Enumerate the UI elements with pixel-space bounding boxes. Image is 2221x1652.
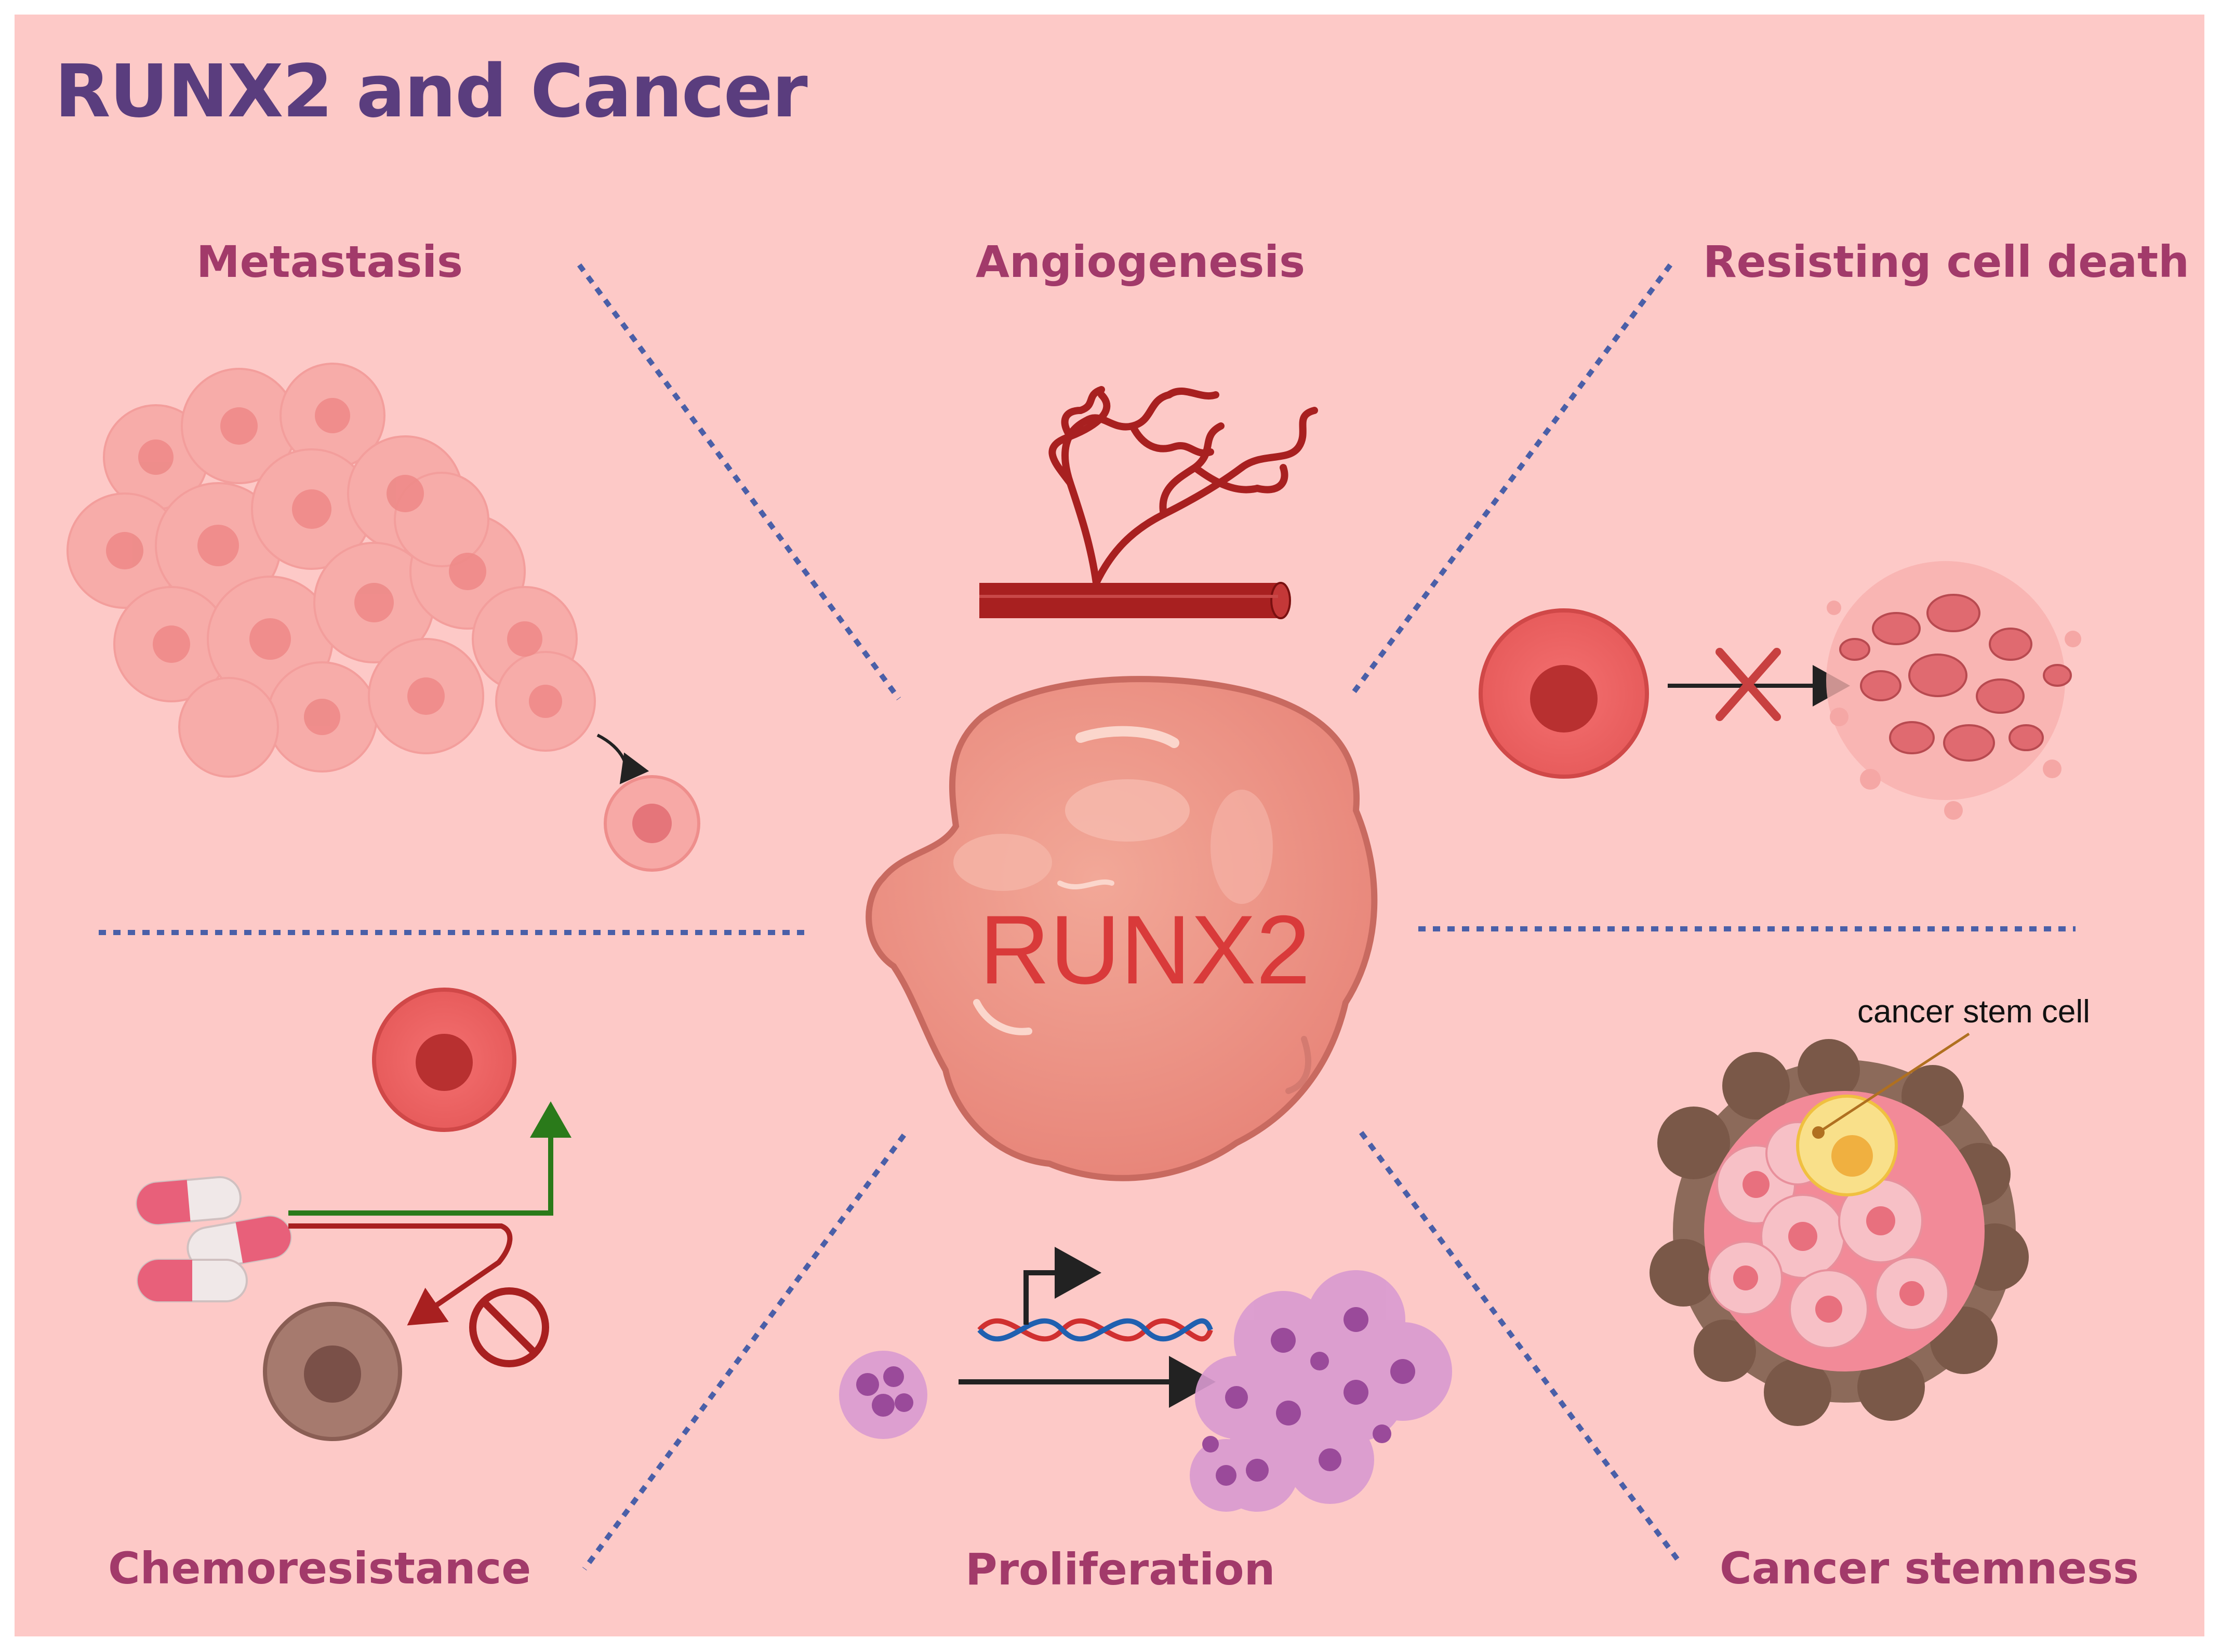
label-chemoresistance: Chemoresistance [108, 1543, 531, 1594]
label-cancer-stemness: Cancer stemness [1720, 1543, 2139, 1594]
dna-helix-icon [977, 1247, 1213, 1342]
center-label: RUNX2 [979, 895, 1311, 1004]
label-angiogenesis: Angiogenesis [976, 236, 1306, 287]
apoptotic-cell-fragments [1826, 561, 2081, 820]
label-resisting-cell-death: Resisting cell death [1703, 236, 2189, 287]
divider-bottom-right [1359, 1131, 1683, 1565]
central-tumor-cell [866, 676, 1378, 1181]
divider-bottom-left [582, 1134, 907, 1570]
small-dividing-cell [839, 1351, 927, 1439]
apoptosis-resistance-illustration [1479, 561, 2081, 820]
cancer-stem-cell [1796, 1095, 1898, 1196]
label-proliferation: Proliferation [965, 1544, 1275, 1595]
blocked-x-icon [1715, 648, 1781, 721]
blood-vessel-sprouting [979, 386, 1318, 619]
drug-capsules [136, 1176, 292, 1302]
prohibited-icon [469, 1287, 549, 1367]
divider-top-left [577, 263, 901, 700]
divider-top-right [1348, 263, 1673, 698]
stem-cell-annotation: cancer stem cell [1857, 994, 2090, 1030]
metastasis-cell-cluster [67, 363, 700, 872]
proliferation-illustration [839, 1247, 1452, 1512]
chemoresistance-illustration [136, 988, 571, 1441]
stem-cell-pointer [1817, 1032, 1970, 1134]
divider-lines [99, 263, 2076, 1570]
tumor-with-stem-cell [1650, 1032, 2029, 1426]
proliferated-cell-mass [1190, 1270, 1452, 1512]
figure-title: RUNX2 and Cancer [55, 49, 808, 134]
label-metastasis: Metastasis [196, 236, 463, 287]
